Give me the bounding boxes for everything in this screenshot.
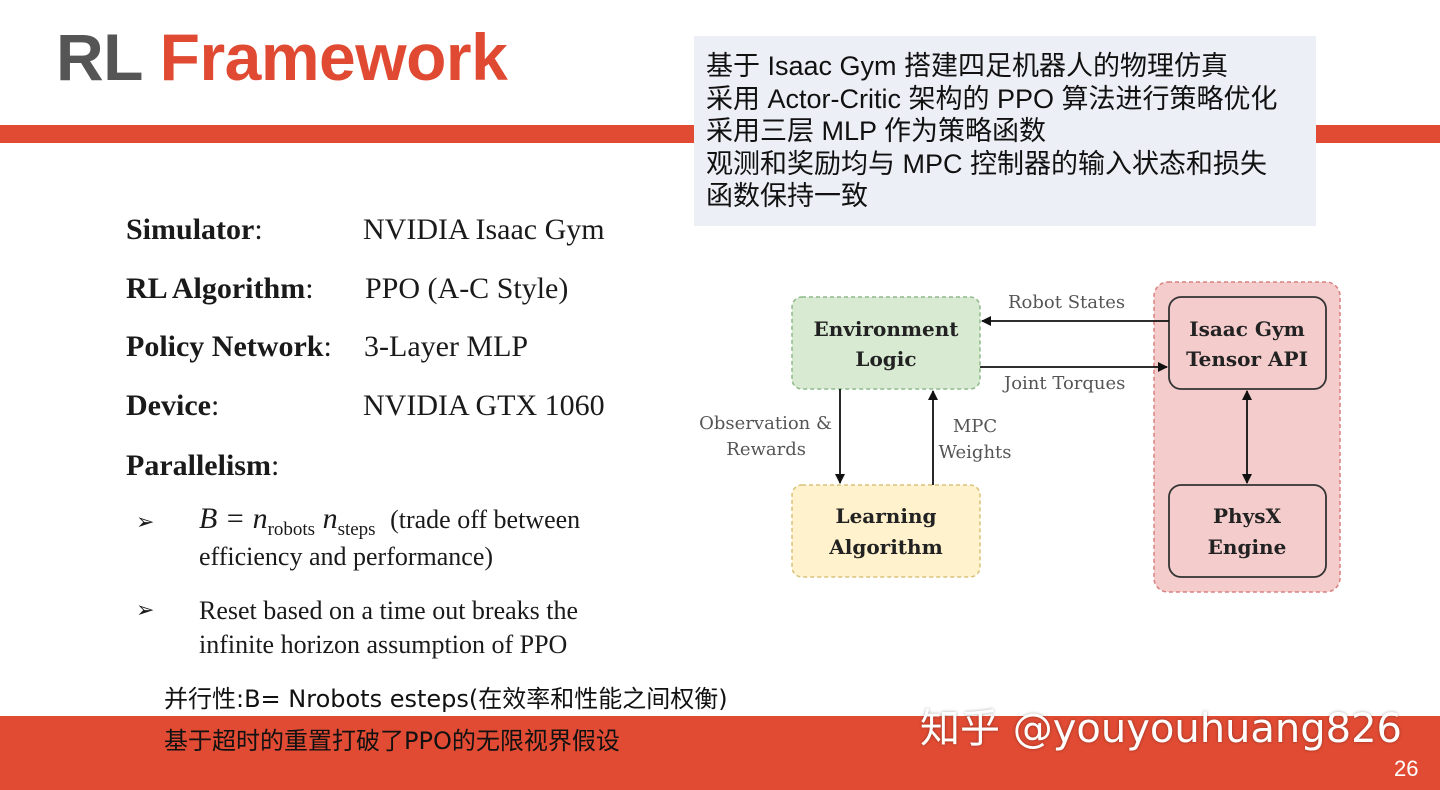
physx-engine-label: Engine: [1208, 535, 1287, 559]
observation-label: Rewards: [726, 439, 806, 460]
robot-states-label: Robot States: [1008, 292, 1125, 313]
isaac-gym-api-label: Tensor API: [1186, 347, 1308, 371]
formula-subscript: steps: [337, 519, 376, 540]
annotation-line: 函数保持一致: [706, 181, 868, 211]
chinese-note-2: 基于超时的重置打破了PPO的无限视界假设: [164, 727, 620, 755]
spec-key: RL Algorithm: [126, 272, 306, 305]
annotation-box: 基于 Isaac Gym 搭建四足机器人的物理仿真 采用 Actor-Criti…: [694, 36, 1316, 226]
spec-rl-algorithm: RL Algorithm:: [126, 272, 314, 305]
learning-algorithm-label: Learning: [836, 504, 937, 528]
environment-logic-label: Logic: [855, 347, 916, 371]
bullet-marker: ➢: [136, 598, 155, 623]
framework-diagram: Environment Logic Learning Algorithm Isa…: [699, 281, 1341, 593]
spec-device: Device:: [126, 389, 220, 422]
spec-simulator: Simulator:: [126, 213, 263, 246]
spec-simulator-value: NVIDIA Isaac Gym: [363, 213, 605, 246]
bottom-accent-bar: [0, 716, 1440, 790]
joint-torques-label: Joint Torques: [1002, 373, 1125, 394]
spec-key: Policy Network: [126, 330, 324, 363]
spec-key: Parallelism: [126, 449, 271, 482]
page-number: 26: [1394, 756, 1419, 781]
bullet-2-line-1: Reset based on a time out breaks the: [199, 596, 579, 625]
spec-key: Simulator: [126, 213, 255, 246]
formula-subscript: robots: [267, 519, 316, 540]
spec-policy-network: Policy Network:: [126, 330, 332, 363]
title-part1: RL: [56, 20, 142, 94]
spec-policy-network-value: 3-Layer MLP: [364, 330, 529, 363]
bullet-2-line-2: infinite horizon assumption of PPO: [199, 630, 568, 659]
batch-formula: B = nrobots nsteps: [199, 502, 376, 540]
slide-title: RL Framework: [56, 18, 508, 96]
annotation-line: 基于 Isaac Gym 搭建四足机器人的物理仿真: [706, 51, 1229, 81]
isaac-gym-api-box: [1168, 296, 1327, 390]
spec-rl-algorithm-value: PPO (A-C Style): [365, 272, 569, 305]
bullet-marker: ➢: [136, 510, 155, 535]
mpc-weights-label: Weights: [938, 442, 1011, 463]
spec-key: Device: [126, 389, 211, 422]
environment-logic-box: [791, 296, 981, 390]
spec-parallelism: Parallelism:: [126, 449, 280, 482]
physx-engine-box: [1168, 484, 1327, 578]
watermark: 知乎 @youyouhuang826: [920, 706, 1403, 752]
annotation-line: 采用三层 MLP 作为策略函数: [706, 116, 1047, 146]
observation-label: Observation &: [699, 413, 832, 434]
physx-engine-label: PhysX: [1213, 504, 1281, 528]
bullet-1-text: (trade off between: [390, 505, 581, 534]
learning-algorithm-box: [791, 484, 981, 578]
annotation-line: 观测和奖励均与 MPC 控制器的输入状态和损失: [706, 148, 1268, 179]
mpc-weights-label: MPC: [953, 416, 997, 437]
environment-logic-label: Environment: [813, 317, 959, 341]
chinese-note-1: 并行性:B= Nrobots esteps(在效率和性能之间权衡): [164, 685, 728, 713]
isaac-gym-api-label: Isaac Gym: [1189, 317, 1305, 341]
learning-algorithm-label: Algorithm: [828, 535, 943, 559]
title-part2: Framework: [159, 20, 508, 94]
bullet-1-line-1: B = nrobots nsteps (trade off between: [199, 502, 580, 546]
bullet-1-line-2: efficiency and performance): [199, 542, 494, 571]
annotation-line: 采用 Actor-Critic 架构的 PPO 算法进行策略优化: [706, 83, 1278, 114]
spec-device-value: NVIDIA GTX 1060: [363, 389, 605, 422]
